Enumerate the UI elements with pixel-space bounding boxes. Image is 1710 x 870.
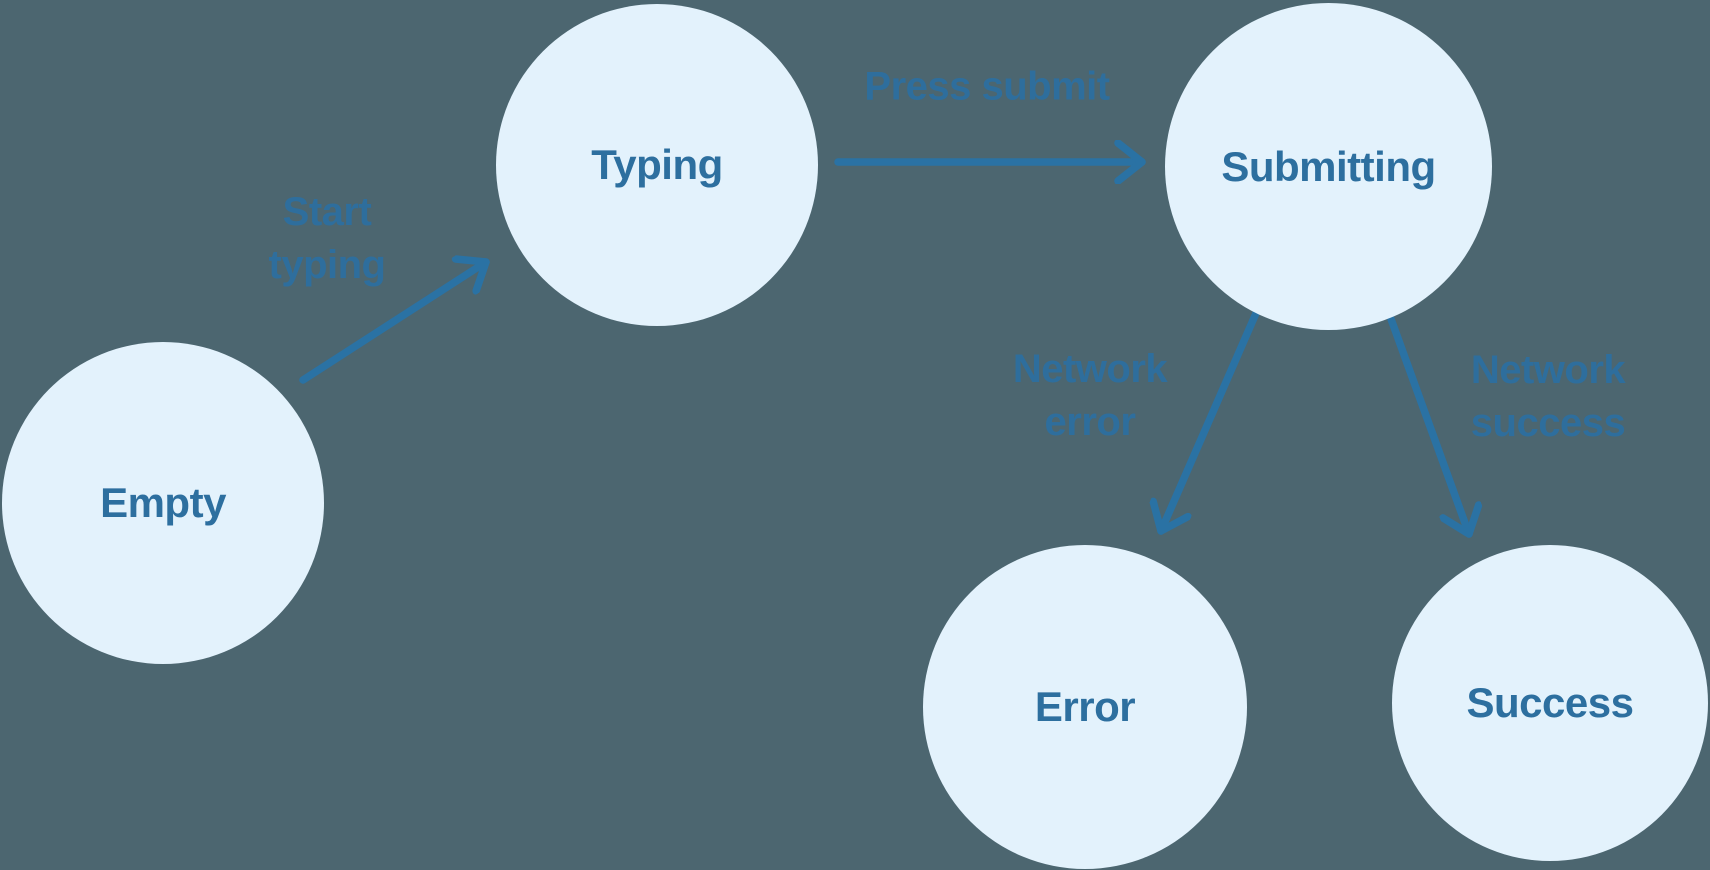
state-node-submitting-label: Submitting [1221,142,1436,190]
edge-label-press-submit: Press submit [864,64,1110,109]
state-node-typing-label: Typing [591,141,723,188]
edge-label-network-error: Network error [1012,347,1168,444]
state-node-success-label: Success [1466,679,1634,726]
state-node-error: Error [923,545,1247,869]
state-node-success: Success [1392,545,1708,861]
edge-submitting-to-error-arrow [1161,307,1261,535]
edge-submitting-to-success-arrow [1387,315,1469,538]
state-node-typing: Typing [496,4,818,326]
edge-label-network-success: Network success [1470,348,1626,445]
state-node-submitting: Submitting [1165,3,1492,330]
state-node-error-label: Error [1034,683,1136,730]
state-node-empty-label: Empty [100,479,226,526]
edge-empty-to-typing-arrow [299,262,490,384]
edge-label-start-typing: Start typing [268,190,386,287]
state-node-empty: Empty [2,342,324,664]
